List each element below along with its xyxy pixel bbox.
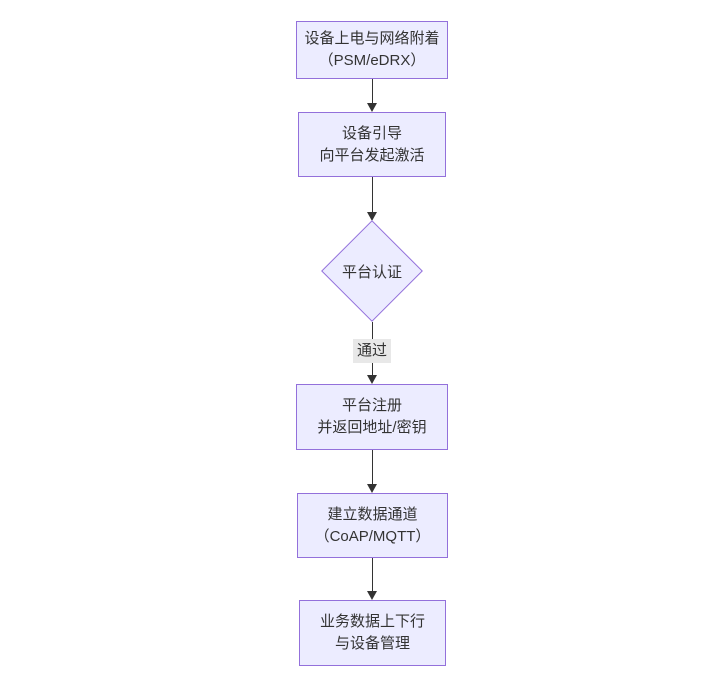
node-platform-register: 平台注册 并返回地址/密钥 — [296, 384, 448, 450]
node-label-line: 并返回地址/密钥 — [317, 419, 427, 436]
node-label-line: （PSM/eDRX） — [318, 52, 426, 69]
connector-line — [371, 558, 373, 592]
node-label-line: 业务数据上下行 — [319, 613, 425, 630]
node-label-line: 建立数据通道 — [327, 505, 418, 523]
arrowhead-down-icon — [367, 212, 377, 221]
node-label-line: 与设备管理 — [334, 635, 410, 652]
node-data-channel: 建立数据通道 （CoAP/MQTT） — [297, 493, 448, 558]
arrowhead-down-icon — [367, 591, 377, 600]
arrowhead-down-icon — [367, 484, 377, 493]
connector-line — [371, 450, 373, 485]
edge-label-pass: 通过 — [352, 339, 392, 363]
connector-line — [371, 177, 373, 213]
node-label-line: 设备上电与网络附着 — [304, 30, 440, 47]
node-label-line: （CoAP/MQTT） — [314, 527, 431, 545]
node-device-power-attach: 设备上电与网络附着 （PSM/eDRX） — [296, 21, 448, 79]
arrowhead-down-icon — [367, 375, 377, 384]
node-label-line: 向平台发起激活 — [319, 146, 425, 164]
node-device-bootstrap: 设备引导 向平台发起激活 — [298, 112, 446, 177]
connector-line — [371, 79, 373, 105]
arrowhead-down-icon — [367, 103, 377, 112]
decision-platform-auth: 平台认证 — [321, 220, 423, 322]
node-label-line: 平台认证 — [341, 263, 402, 281]
node-business-data-mgmt: 业务数据上下行 与设备管理 — [299, 600, 446, 666]
node-label-line: 平台注册 — [341, 397, 402, 414]
node-label-line: 设备引导 — [341, 124, 402, 142]
